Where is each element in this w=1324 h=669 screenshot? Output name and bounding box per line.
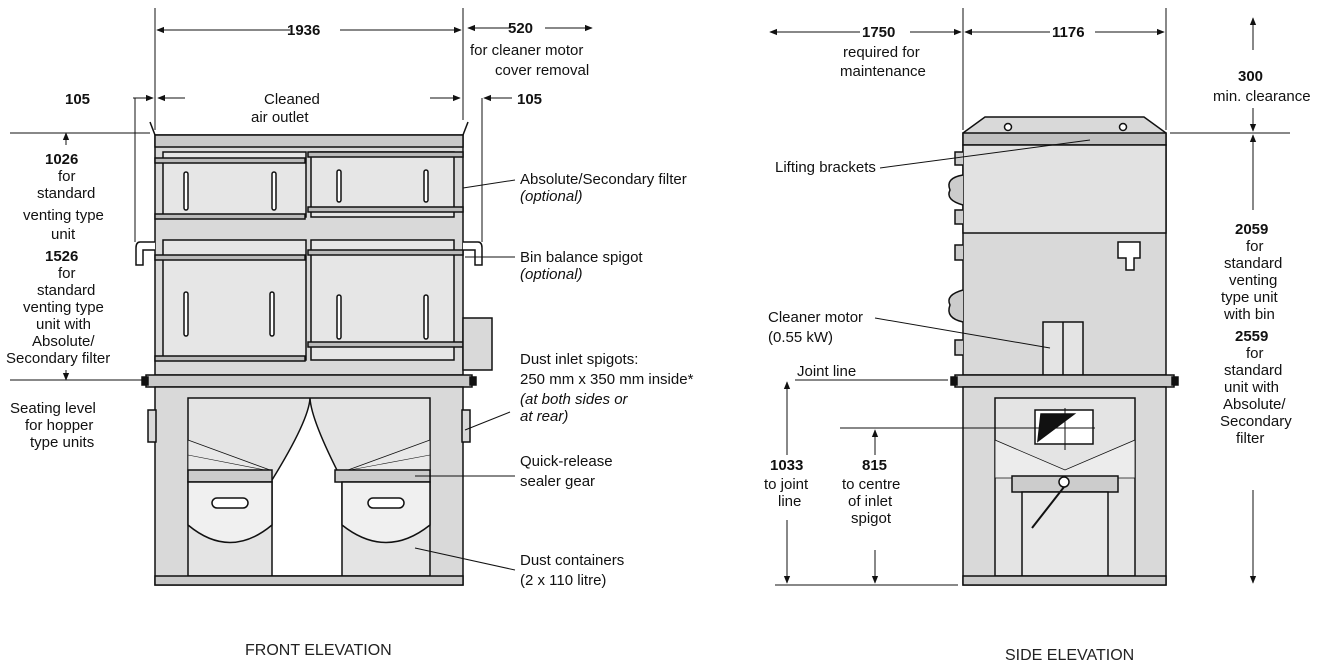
dimension-lines <box>10 8 1290 586</box>
height-2559: 2559 <box>1235 328 1268 345</box>
dust-inlet-label: Dust inlet spigots: <box>520 351 638 368</box>
svg-text:Secondary filter: Secondary filter <box>6 350 110 367</box>
svg-text:unit with: unit with <box>1224 379 1279 396</box>
seating-level-label: Seating level <box>10 400 96 417</box>
side-elevation-machine <box>948 116 1179 586</box>
svg-text:(2 x 110 litre): (2 x 110 litre) <box>520 572 606 589</box>
lifting-brackets-label: Lifting brackets <box>775 159 876 176</box>
absolute-filter-label: Absolute/Secondary filter <box>520 171 687 188</box>
svg-text:venting type: venting type <box>23 299 104 316</box>
outlet-label-1: Cleaned <box>264 91 320 108</box>
outlet-label-2: air outlet <box>251 109 309 126</box>
dim-105-left: 105 <box>65 91 90 108</box>
height-1026: 1026 <box>45 151 78 168</box>
svg-text:filter: filter <box>1236 430 1264 447</box>
svg-text:unit with: unit with <box>36 316 91 333</box>
cleaner-motor-label: Cleaner motor <box>768 309 863 326</box>
svg-text:at rear): at rear) <box>520 408 568 425</box>
svg-text:Absolute/: Absolute/ <box>32 333 95 350</box>
svg-text:for: for <box>1246 345 1264 362</box>
svg-text:type units: type units <box>30 434 94 451</box>
svg-text:line: line <box>778 493 801 510</box>
svg-text:for: for <box>58 265 76 282</box>
svg-text:with bin: with bin <box>1223 306 1275 323</box>
svg-text:to centre: to centre <box>842 476 900 493</box>
side-elevation-title: SIDE ELEVATION <box>1005 647 1134 664</box>
dust-containers-label: Dust containers <box>520 552 624 569</box>
svg-text:(0.55 kW): (0.55 kW) <box>768 329 833 346</box>
dim-520: 520 <box>508 20 533 37</box>
svg-text:(at both sides or: (at both sides or <box>520 391 629 408</box>
svg-text:Secondary: Secondary <box>1220 413 1292 430</box>
svg-text:to joint: to joint <box>764 476 809 493</box>
dim-520-note-1: for cleaner motor <box>470 42 583 59</box>
svg-text:type unit: type unit <box>1221 289 1279 306</box>
svg-text:venting: venting <box>1229 272 1277 289</box>
svg-text:(optional): (optional) <box>520 266 583 283</box>
svg-text:maintenance: maintenance <box>840 63 926 80</box>
height-815: 815 <box>862 457 887 474</box>
dim-1176: 1176 <box>1052 24 1085 41</box>
svg-text:250 mm x 350 mm inside*: 250 mm x 350 mm inside* <box>520 371 694 388</box>
dim-520-note-2: cover removal <box>495 62 589 79</box>
svg-text:required for: required for <box>843 44 920 61</box>
front-elevation-title: FRONT ELEVATION <box>245 642 392 659</box>
height-1526: 1526 <box>45 248 78 265</box>
svg-text:standard: standard <box>1224 255 1282 272</box>
dim-1750: 1750 <box>862 24 895 41</box>
svg-text:sealer gear: sealer gear <box>520 473 595 490</box>
side-labels: 1750 required for maintenance 1176 300 m… <box>764 24 1311 664</box>
height-1033: 1033 <box>770 457 803 474</box>
dim-105-right: 105 <box>517 91 542 108</box>
joint-line-label: Joint line <box>797 363 856 380</box>
svg-text:(optional): (optional) <box>520 188 583 205</box>
svg-text:standard: standard <box>1224 362 1282 379</box>
svg-text:unit: unit <box>51 226 76 243</box>
svg-text:min. clearance: min. clearance <box>1213 88 1311 105</box>
svg-text:of inlet: of inlet <box>848 493 893 510</box>
dim-1936: 1936 <box>287 22 320 39</box>
svg-text:for: for <box>58 168 76 185</box>
quick-release-label: Quick-release <box>520 453 613 470</box>
svg-text:for hopper: for hopper <box>25 417 93 434</box>
svg-text:spigot: spigot <box>851 510 892 527</box>
svg-text:Absolute/: Absolute/ <box>1223 396 1286 413</box>
dim-300: 300 <box>1238 68 1263 85</box>
svg-text:for: for <box>1246 238 1264 255</box>
svg-text:standard: standard <box>37 282 95 299</box>
svg-text:standard: standard <box>37 185 95 202</box>
height-2059: 2059 <box>1235 221 1268 238</box>
svg-text:venting type: venting type <box>23 207 104 224</box>
bin-balance-label: Bin balance spigot <box>520 249 643 266</box>
front-elevation-machine <box>135 121 493 586</box>
front-labels: 1936 520 for cleaner motor cover removal… <box>6 20 694 659</box>
